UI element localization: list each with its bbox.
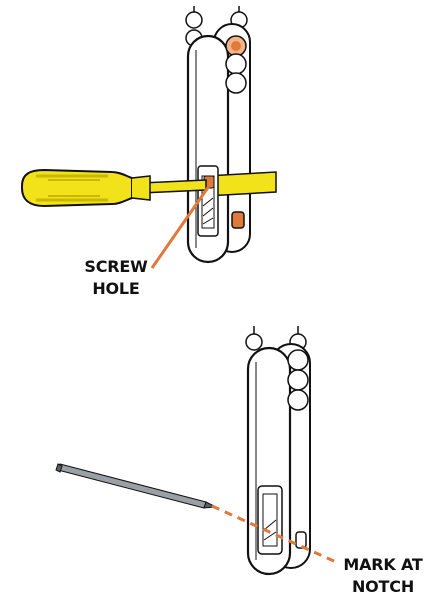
side-button-top: [231, 211, 245, 229]
label-mark-at-notch: MARK AT NOTCH: [336, 554, 430, 598]
label-screw-hole-line2: HOLE: [92, 279, 140, 298]
pencil-icon: [55, 463, 218, 509]
handle-assembly-top: [21, 6, 277, 269]
screwdriver-icon: [21, 168, 207, 208]
label-mark-at-notch-line2: NOTCH: [351, 577, 415, 596]
mortise-window-bottom: [257, 485, 283, 555]
handle-assembly-bottom: [55, 326, 337, 576]
screw-hole-leader: [150, 185, 211, 269]
rosettes-bottom: [287, 349, 309, 411]
notch-guide-line: [211, 504, 337, 564]
label-mark-at-notch-line1: MARK AT: [343, 555, 423, 574]
rosettes-top: [225, 35, 247, 94]
notch-marker: [295, 531, 307, 549]
label-screw-hole-line1: SCREW: [84, 257, 148, 276]
label-screw-hole: SCREW HOLE: [72, 256, 160, 300]
